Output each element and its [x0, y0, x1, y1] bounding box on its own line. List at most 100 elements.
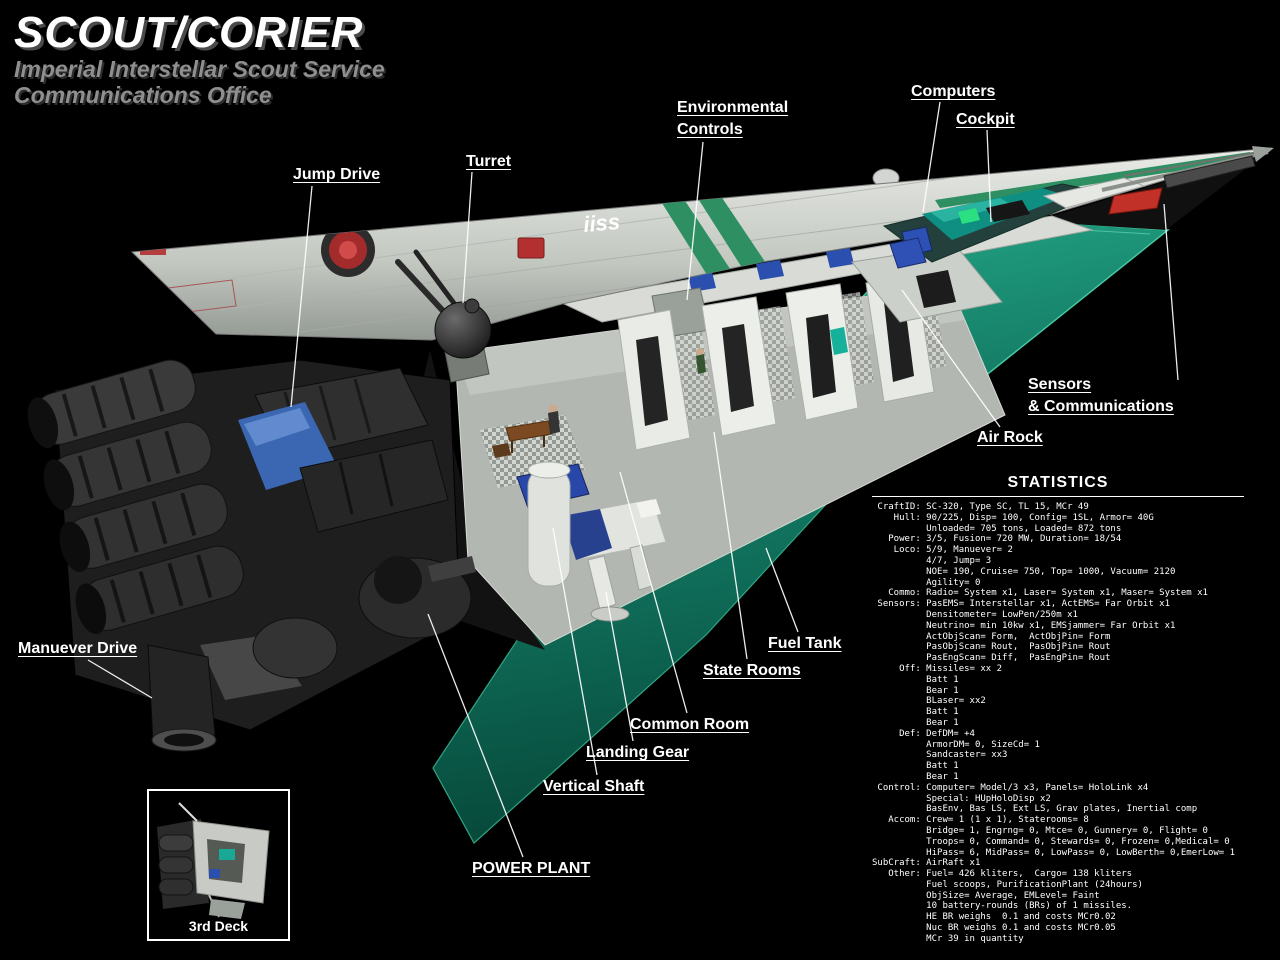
statistics-line: 4/7, Jump= 3: [872, 555, 992, 566]
statistics-line: Bear 1: [872, 771, 959, 782]
manuever-drive-nozzles: [27, 359, 244, 635]
statistics-line: Batt 1: [872, 707, 959, 718]
statistics-line: Hull: 90/225, Disp= 100, Config= 1SL, Ar…: [872, 512, 1154, 523]
leader-line: [605, 591, 634, 742]
table: [505, 420, 553, 442]
statistics-line: Off: Missiles= xx 2: [872, 663, 1003, 674]
statistics-line: HE BR weighs 0.1 and costs MCr0.02: [872, 912, 1116, 923]
statistics-line: CraftID: SC-320, Type SC, TL 15, MCr 49: [872, 502, 1089, 512]
statistics-line: ObjSize= Average, EMLevel= Faint: [872, 890, 1100, 901]
power-plant-unit: [358, 556, 476, 639]
nose-sensor-boom: [1101, 146, 1274, 215]
label-environmental-controls: Environmental Controls: [677, 99, 789, 138]
leader-line: [922, 101, 941, 213]
statistics-line: Bear 1: [872, 717, 959, 728]
statistics-line: 10 battery-rounds (BRs) of 1 missiles.: [872, 901, 1133, 912]
label-landing-gear: Landing Gear: [586, 744, 690, 761]
statistics-line: Densitometer= LowPen/250m x1: [872, 609, 1078, 620]
statistics-line: Def: DefDM= +4: [872, 728, 975, 739]
statistics-line: Unloaded= 705 tons, Loaded= 872 tons: [872, 523, 1122, 534]
label-sensors-communications: Sensors & Communications: [1028, 376, 1174, 415]
leader-line: [986, 129, 992, 223]
hull-tag: [140, 247, 166, 255]
leader-line: [713, 431, 748, 660]
statistics-line: MCr 39 in quantity: [872, 933, 1024, 944]
chair: [492, 443, 511, 458]
statistics-line: Other: Fuel= 426 kliters, Cargo= 138 kli…: [872, 869, 1133, 880]
console: [986, 200, 1030, 222]
hull-red-plate: [517, 237, 545, 259]
turret-assembly: [395, 249, 492, 383]
label-state-rooms: State Rooms: [703, 662, 801, 679]
leader-line: [619, 471, 688, 714]
statistics-line: Batt 1: [872, 674, 959, 685]
statistics-line: Bear 1: [872, 685, 959, 696]
statistics-line: Commo: Radio= System x1, Laser= System x…: [872, 588, 1208, 599]
statistics-line: PasObjScan= Rout, PasObjPin= Rout: [872, 642, 1111, 653]
hull-wing-gap-shadow: [948, 150, 1270, 230]
statistics-divider: [872, 496, 1244, 497]
statistics-line: Agility= 0: [872, 577, 981, 588]
statistics-line: Power: 3/5, Fusion= 720 MW, Duration= 18…: [872, 534, 1122, 545]
leader-line: [87, 659, 153, 699]
subtitle-line2: Communications Office: [14, 81, 272, 108]
statistics-line: Fuel scoops, PurificationPlant (24hours): [872, 879, 1143, 890]
scout-service-emblem: [321, 223, 375, 277]
engine-cluster: [27, 359, 476, 752]
leader-line: [765, 547, 799, 633]
label-fuel-tank: Fuel Tank: [768, 635, 842, 652]
subtitle-line1: Imperial Interstellar Scout Service: [14, 56, 385, 83]
label-power-plant: POWER PLANT: [472, 860, 591, 877]
statistics-line: Control: Computer= Model/3 x3, Panels= H…: [872, 782, 1149, 793]
leader-line: [901, 289, 1001, 428]
statistics-line: BLaser= xx2: [872, 696, 986, 707]
statistics-line: BasEnv, Bas LS, Ext LS, Grav plates, Ine…: [872, 804, 1198, 815]
statistics-line: Bridge= 1, Engrng= 0, Mtce= 0, Gunnery= …: [872, 825, 1208, 836]
leader-line: [427, 613, 524, 858]
turret-sphere: [434, 301, 492, 359]
inset-deck-art: [157, 802, 270, 919]
computer-bank: [889, 237, 927, 269]
hud-screen: [958, 208, 980, 224]
label-turret: Turret: [466, 153, 512, 170]
statistics-line: ArmorDM= 0, SizeCd= 1: [872, 739, 1040, 750]
label-jump-drive: Jump Drive: [293, 166, 381, 183]
stateroom-walls: [617, 274, 935, 451]
statistics-heading: STATISTICS: [1007, 474, 1109, 491]
label-air-rock: Air Rock: [977, 429, 1043, 446]
jump-drive-assembly: [238, 367, 449, 533]
hull-marking-text: iiss: [582, 209, 621, 237]
leader-line: [686, 141, 704, 301]
statistics-line: Special: HUpHoloDisp x2: [872, 793, 1051, 804]
inset-3rd-deck: 3rd Deck: [147, 789, 290, 941]
crew-figure: [696, 348, 706, 374]
statistics-lines: CraftID: SC-320, Type SC, TL 15, MCr 49 …: [872, 502, 1244, 945]
label-cockpit: Cockpit: [956, 111, 1015, 128]
statistics-line: Sandcaster= xx3: [872, 750, 1008, 761]
leader-lines: [87, 101, 1179, 858]
vertical-shaft-structure: [527, 461, 571, 587]
statistics-line: HiPass= 6, MidPass= 0, LowPass= 0, LowBe…: [872, 847, 1236, 858]
inset-caption: 3rd Deck: [188, 918, 249, 934]
crew-figure: [548, 404, 560, 434]
page-title: SCOUT/CORIER: [14, 8, 364, 57]
statistics-line: Troops= 0, Command= 0, Stewards= 0, Froz…: [872, 836, 1230, 847]
label-manuever-drive: Manuever Drive: [18, 640, 138, 657]
statistics-line: PasEngScan= Diff, PasEngPin= Rout: [872, 653, 1111, 664]
statistics-line: Loco: 5/9, Manuever= 2: [872, 545, 1013, 556]
label-common-room: Common Room: [630, 716, 750, 733]
leader-line: [1163, 203, 1179, 381]
statistics-line: Nuc BR weighs 0.1 and costs MCr0.05: [872, 923, 1116, 934]
statistics-panel: STATISTICS CraftID: SC-320, Type SC, TL …: [872, 474, 1244, 945]
title-block: SCOUT/CORIER Imperial Interstellar Scout…: [14, 8, 385, 108]
statistics-line: ActObjScan= Form, ActObjPin= Form: [872, 631, 1111, 642]
leader-line: [290, 185, 313, 408]
statistics-line: NOE= 190, Cruise= 750, Top= 1000, Vacuum…: [872, 566, 1176, 577]
statistics-line: Batt 1: [872, 761, 959, 772]
statistics-line: Accom: Crew= 1 (1 x 1), Staterooms= 8: [872, 815, 1089, 826]
cockpit-cutaway: [882, 177, 1146, 269]
statistics-line: Sensors: PasEMS= Interstellar x1, ActEMS…: [872, 599, 1171, 610]
statistics-line: SubCraft: AirRaft x1: [872, 858, 981, 869]
